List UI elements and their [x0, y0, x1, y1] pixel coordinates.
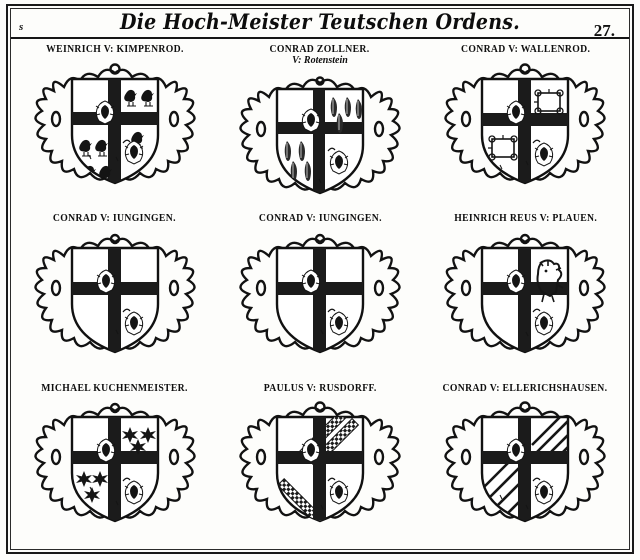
arms-cell: PAULUS V: RUSDORFF.	[217, 379, 422, 548]
arms-cell: WEINRICH V: KIMPENROD.	[12, 40, 217, 209]
coat-of-arms-icon	[20, 395, 210, 535]
arms-caption: CONRAD V: IUNGINGEN.	[258, 213, 382, 225]
arms-cell: MICHAEL KUCHENMEISTER.	[12, 379, 217, 548]
arms-grid: WEINRICH V: KIMPENROD.	[12, 40, 628, 548]
arms-cell: CONRAD V: IUNGINGEN.	[12, 209, 217, 378]
arms-caption: CONRAD V: ELLERICHSHAUSEN.	[442, 382, 608, 394]
arms-caption: CONRAD V: IUNGINGEN.	[53, 213, 177, 225]
arms-cell: HEINRICH REUS V: PLAUEN.	[423, 209, 628, 378]
arms-caption: WEINRICH V: KIMPENROD.	[45, 44, 184, 55]
folio-mark: s	[19, 21, 24, 33]
plate-border-outer	[6, 4, 634, 554]
title-band: s Die Hoch-Meister Teutschen Ordens. 27.	[11, 9, 629, 40]
arms-caption: CONRAD ZOLLNER.	[270, 44, 370, 55]
coat-of-arms-icon	[430, 57, 620, 197]
arms-cell: CONRAD V: IUNGINGEN.	[217, 209, 422, 378]
arms-cell: CONRAD V: ELLERICHSHAUSEN.	[423, 379, 628, 548]
coat-of-arms-icon	[20, 57, 210, 197]
page-title: Die Hoch-Meister Teutschen Ordens.	[120, 10, 520, 35]
arms-cell: CONRAD V: WALLENROD.	[423, 40, 628, 209]
coat-of-arms-icon	[20, 226, 210, 366]
page-number: 27.	[593, 21, 615, 40]
lion-charge	[536, 259, 564, 303]
coat-of-arms-icon	[430, 395, 620, 535]
arms-caption-sub: V: Rotenstein	[292, 54, 348, 66]
arms-caption: HEINRICH REUS V: PLAUEN.	[453, 213, 597, 225]
arms-cell: CONRAD ZOLLNER. V: Rotenstein	[217, 40, 422, 209]
coat-of-arms-icon	[225, 67, 415, 207]
arms-caption: CONRAD V: WALLENROD.	[460, 44, 590, 55]
coat-of-arms-icon	[225, 395, 415, 535]
coat-of-arms-icon	[430, 226, 620, 366]
arms-caption: MICHAEL KUCHENMEISTER.	[41, 382, 188, 394]
plate-border-inner	[10, 8, 630, 550]
arms-caption: PAULUS V: RUSDORFF.	[263, 382, 377, 394]
coat-of-arms-icon	[225, 226, 415, 366]
